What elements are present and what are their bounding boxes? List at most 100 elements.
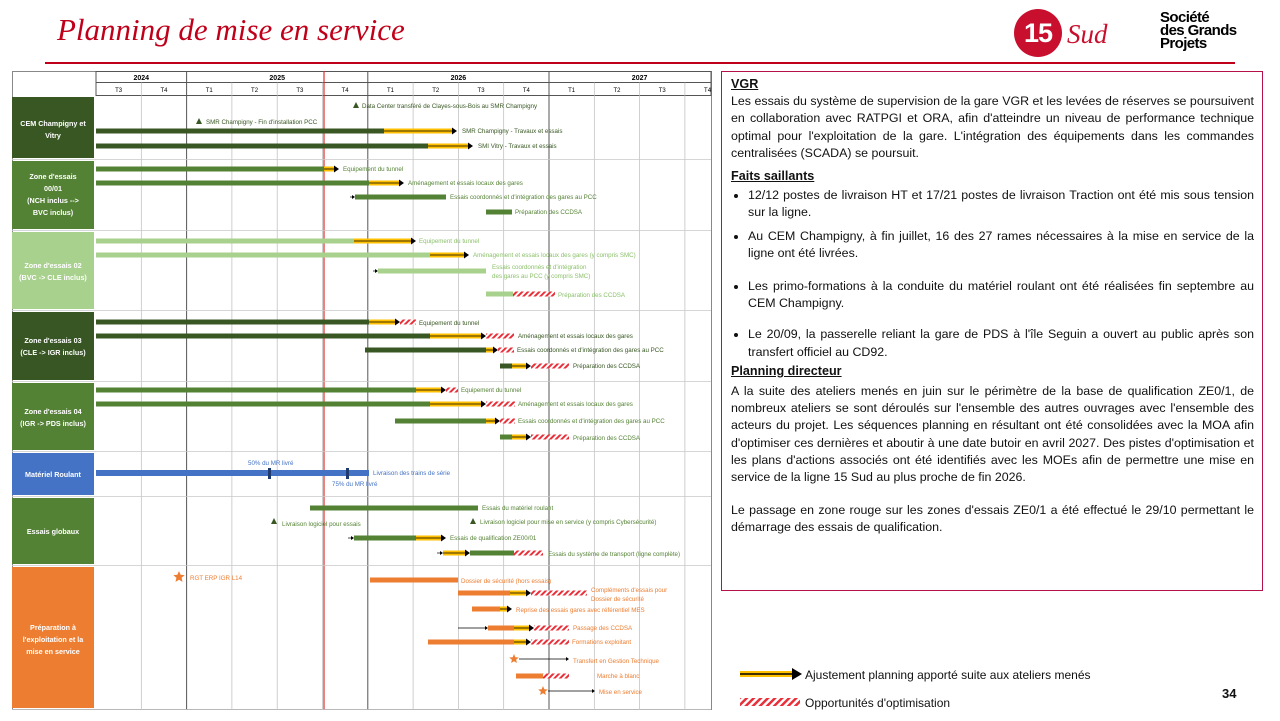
milestone-star: [538, 686, 548, 695]
gantt-label: Préparation des CCDSA: [573, 363, 641, 370]
info-panel: VGR Les essais du système de supervision…: [721, 71, 1263, 591]
quarter-label: T4: [704, 88, 712, 94]
planning-heading: Planning directeur: [731, 363, 842, 378]
page-number: 34: [1222, 686, 1237, 701]
group-label: (NCH inclus -->: [27, 196, 79, 205]
adjust-arrow: [507, 605, 512, 613]
task-bar: [516, 673, 543, 679]
task-bar: [500, 434, 512, 440]
gantt-label: 75% du MR livré: [332, 481, 378, 488]
group-label: Essais globaux: [27, 527, 79, 536]
gantt-label: Dossier de sécurité: [591, 596, 645, 603]
quarter-label: T1: [568, 88, 576, 94]
quarter-label: T1: [206, 88, 214, 94]
adjust-arrow: [395, 318, 400, 326]
milestone-star: [509, 654, 519, 663]
task-bar: [96, 319, 369, 325]
mr-50-marker: [268, 468, 271, 479]
vgr-heading: VGR: [731, 77, 759, 91]
line-15-sud-label: Sud: [1067, 19, 1108, 49]
optim-bar: [534, 625, 569, 631]
milestone-triangle: [196, 118, 202, 124]
group-label: CEM Champigny et: [20, 119, 86, 128]
link-arrow: [592, 689, 595, 693]
gantt-label: Compléments d'essais pour: [591, 587, 667, 594]
adjust-arrow: [526, 362, 531, 370]
year-label: 2025: [269, 75, 285, 82]
group-label: BVC inclus): [33, 208, 74, 217]
task-bar: [96, 238, 354, 244]
highlight-item: 12/12 postes de livraison HT et 17/21 po…: [748, 187, 1254, 221]
task-bar: [96, 387, 416, 393]
gantt-label: Equipement du tunnel: [419, 238, 479, 245]
optim-bar: [543, 673, 569, 679]
gantt-label: Equipement du tunnel: [461, 387, 521, 394]
adjust-arrow: [495, 417, 500, 425]
task-bar: [395, 418, 486, 424]
milestone-triangle: [271, 518, 277, 524]
sgp-logo: Société des Grands Projets: [1160, 10, 1237, 51]
gantt-label: RGT ERP IGR L14: [190, 575, 243, 582]
group-label: Zone d'essais 04: [24, 407, 81, 416]
task-bar: [96, 180, 369, 186]
gantt-label: 50% du MR livré: [248, 460, 294, 467]
optim-bar: [531, 639, 569, 645]
gantt-label: Livraison logiciel pour essais: [282, 521, 361, 528]
group-label-box: [12, 161, 94, 229]
link-arrow: [375, 269, 378, 273]
gantt-label: Livraison logiciel pour mise en service …: [480, 519, 656, 526]
year-label: 2024: [134, 75, 150, 82]
adjust-arrow: [411, 237, 416, 245]
link-arrow: [485, 626, 488, 630]
quarter-label: T4: [523, 88, 531, 94]
gantt-label: Dossier de sécurité (hors essais): [461, 578, 551, 585]
gantt-label: Préparation des CCDSA: [515, 209, 583, 216]
gantt-label: SMI Vitry - Travaux et essais: [478, 143, 557, 150]
adjust-arrow: [529, 624, 534, 632]
task-bar: [472, 606, 500, 612]
highlights-heading: Faits saillants: [731, 169, 815, 184]
optim-bar: [514, 550, 543, 556]
group-label: mise en service: [26, 647, 80, 656]
task-bar: [500, 363, 512, 369]
task-bar: [486, 291, 513, 297]
quarter-label: T2: [613, 88, 621, 94]
optim-bar: [531, 590, 587, 596]
adjust-arrow: [526, 638, 531, 646]
group-label: Vitry: [45, 131, 61, 140]
milestone-triangle: [353, 102, 359, 108]
task-bar: [96, 252, 430, 258]
quarter-label: T4: [342, 88, 350, 94]
quarter-label: T3: [478, 88, 486, 94]
quarter-label: T2: [432, 88, 440, 94]
gantt-label: Essais du système de transport (ligne co…: [548, 551, 680, 558]
optim-bar: [400, 319, 416, 325]
optim-bar: [531, 434, 569, 440]
gantt-label: Essais coordonnés et d'intégration des g…: [518, 418, 665, 425]
task-bar: [355, 194, 446, 200]
task-bar: [96, 128, 384, 134]
mr-75-marker: [346, 468, 349, 479]
task-bar: [96, 401, 430, 407]
task-bar: [488, 625, 514, 631]
group-label-box: [12, 97, 94, 158]
gantt-label: Transfert en Gestion Technique: [573, 658, 660, 665]
group-label-box: [12, 498, 94, 564]
gantt-label: Reprise des essais gares avec référentie…: [516, 607, 645, 614]
group-label-box: [12, 453, 94, 495]
gantt-label: SMR Champigny - Fin d'installation PCC: [206, 119, 318, 126]
gantt-label: Essais coordonnés et d'intégration des g…: [517, 347, 664, 354]
task-bar: [354, 535, 416, 541]
optim-bar: [498, 347, 514, 353]
gantt-label: Marche à blanc: [597, 673, 639, 680]
quarter-label: T3: [659, 88, 667, 94]
task-bar: [458, 590, 510, 596]
highlight-item: Au CEM Champigny, à fin juillet, 16 des …: [748, 228, 1254, 262]
group-label: Zone d'essais: [29, 172, 76, 181]
task-bar: [96, 166, 324, 172]
sgp-logo-line: des Grands: [1160, 22, 1237, 39]
task-bar: [310, 505, 478, 511]
adjust-arrow: [441, 534, 446, 542]
gantt-label: Mise en service: [599, 689, 643, 696]
